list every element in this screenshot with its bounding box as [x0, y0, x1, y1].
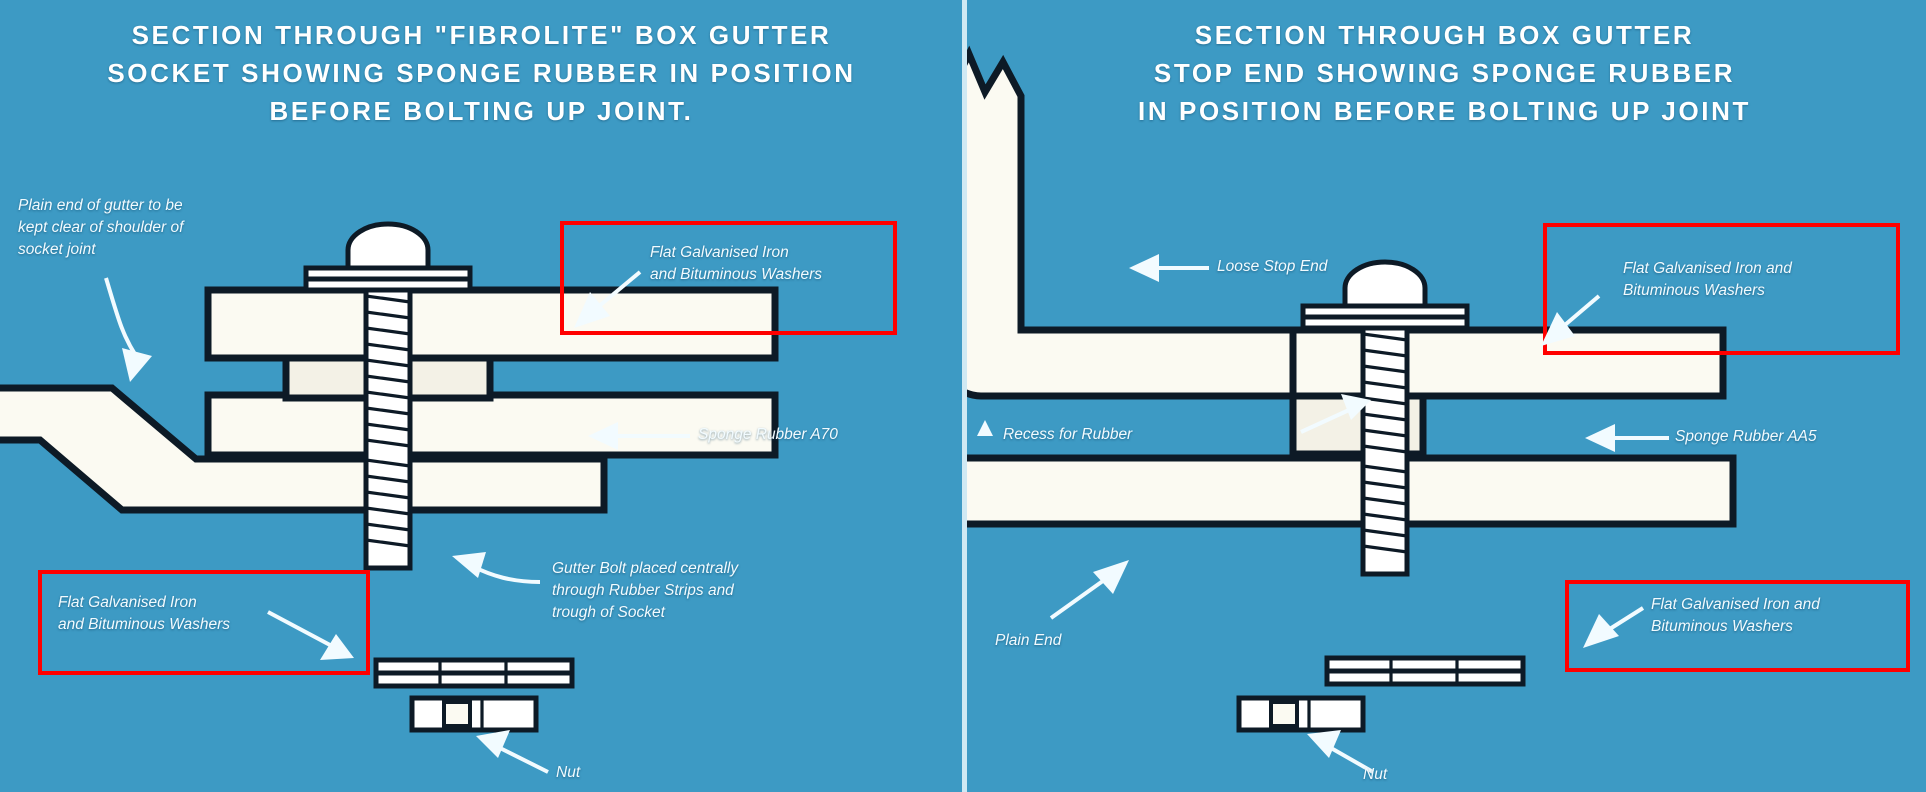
loose-nut	[409, 695, 539, 733]
highlight-box-washers-bottom	[1565, 580, 1910, 672]
loose-stop-end	[963, 45, 1297, 400]
loose-washers	[373, 657, 575, 689]
title-line-2: STOP END SHOWING SPONGE RUBBER	[1153, 58, 1736, 88]
recess-dimension-ticks	[977, 420, 993, 436]
washer-stack-top	[1300, 303, 1470, 331]
panel-right-title: SECTION THROUGH BOX GUTTER STOP END SHOW…	[963, 16, 1926, 130]
washer-stack-top	[303, 265, 473, 293]
socket-lower-sheet	[204, 391, 779, 459]
title-line-2: SOCKET SHOWING SPONGE RUBBER IN POSITION	[107, 58, 856, 88]
title-line-1: SECTION THROUGH "FIBROLITE" BOX GUTTER	[131, 20, 832, 50]
loose-washers	[1324, 655, 1526, 687]
title-line-3: IN POSITION BEFORE BOLTING UP JOINT	[1138, 96, 1751, 126]
plain-end-sheet	[963, 454, 1737, 528]
loose-nut	[1236, 695, 1366, 733]
highlight-box-washers-top	[560, 221, 897, 335]
panel-left-socket-section: SECTION THROUGH "FIBROLITE" BOX GUTTER S…	[0, 16, 963, 781]
panel-left-title: SECTION THROUGH "FIBROLITE" BOX GUTTER S…	[0, 16, 963, 130]
highlight-box-washers-top	[1543, 223, 1900, 355]
title-line-1: SECTION THROUGH BOX GUTTER	[1194, 20, 1695, 50]
gutter-bolt	[1360, 303, 1410, 577]
plain-end-gutter-sheet	[0, 384, 608, 514]
panel-right-stop-end-section: SECTION THROUGH BOX GUTTER STOP END SHOW…	[963, 0, 1926, 792]
bolt-head	[345, 221, 431, 271]
left-section-illustration	[0, 221, 779, 733]
gutter-bolt	[363, 265, 413, 571]
bolt-head	[1342, 259, 1428, 309]
panel-divider	[962, 0, 967, 792]
title-line-3: BEFORE BOLTING UP JOINT.	[269, 96, 694, 126]
highlight-box-washers-bottom	[38, 570, 370, 675]
